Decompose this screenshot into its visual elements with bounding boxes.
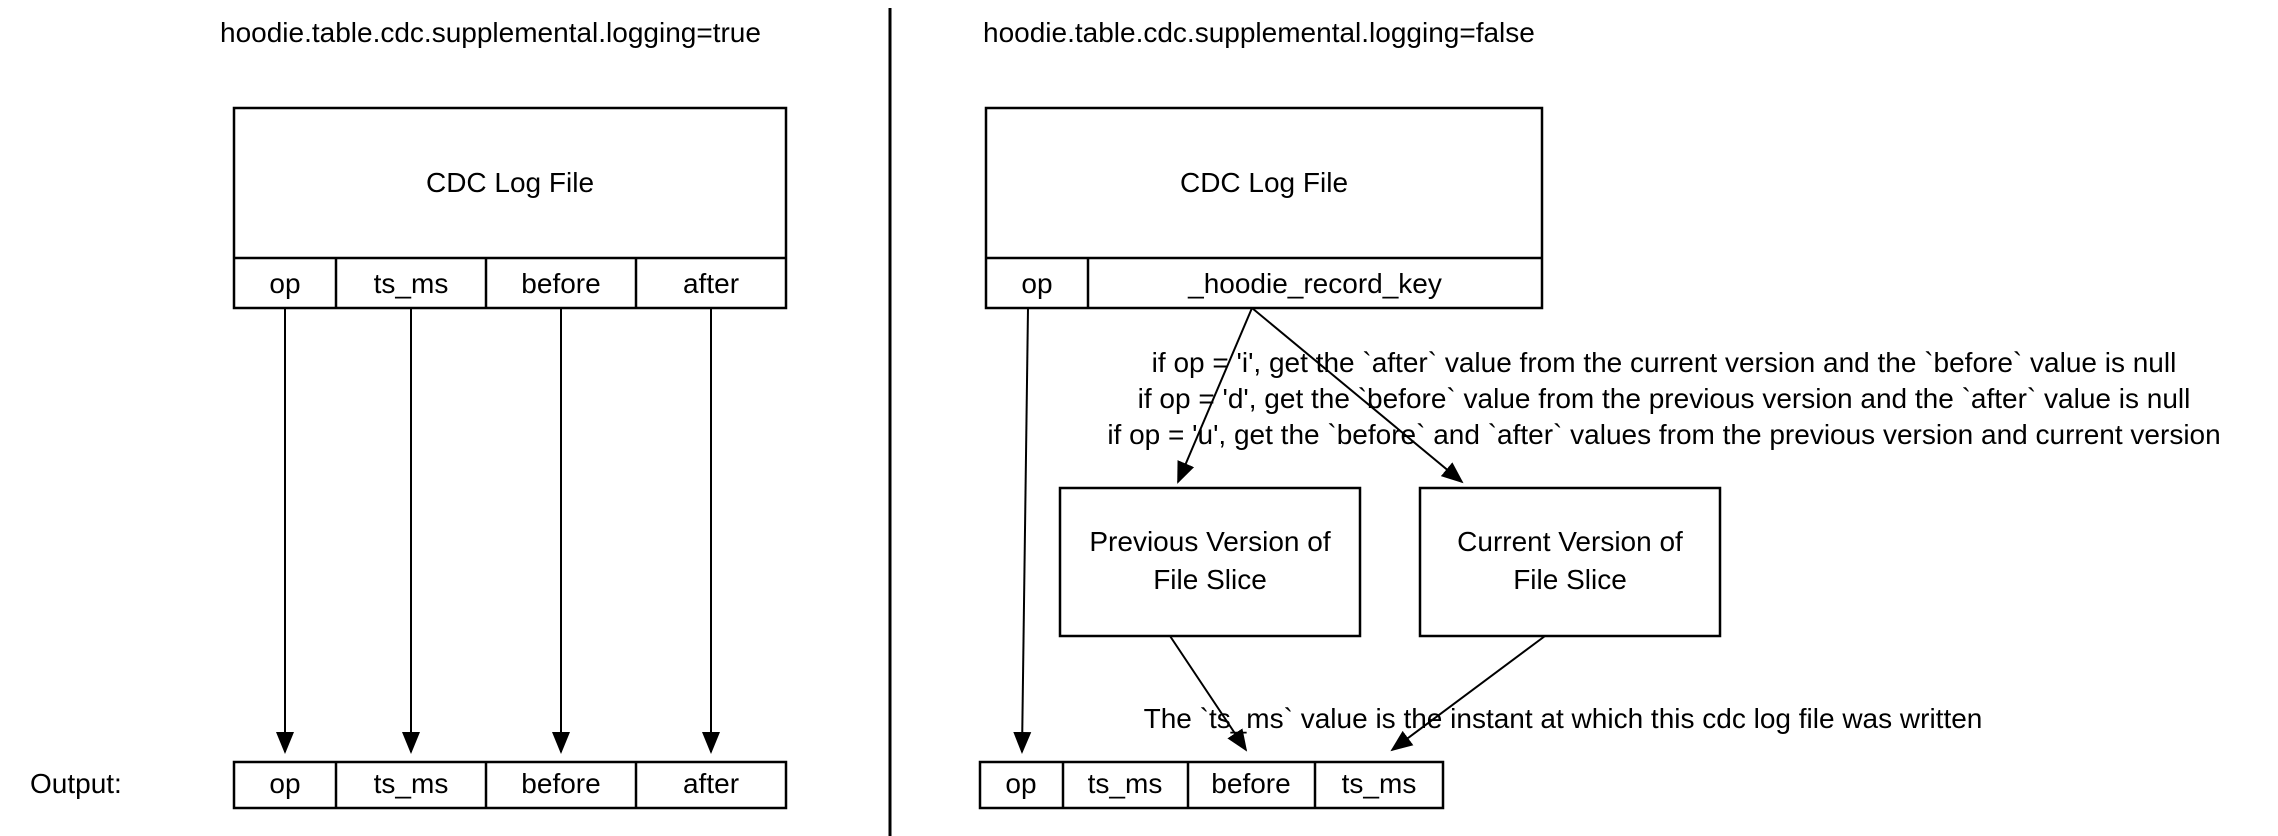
right-cdc-log-file-box xyxy=(984,106,1544,310)
right-arrow-op xyxy=(1013,307,1032,754)
left-output-before: before xyxy=(521,768,600,799)
left-column-after: after xyxy=(683,268,739,299)
ts-ms-note: The `ts_ms` value is the instant at whic… xyxy=(1144,703,1983,734)
left-cdc-log-file-label: CDC Log File xyxy=(426,167,594,198)
right-panel: hoodie.table.cdc.supplemental.logging=fa… xyxy=(978,17,2221,810)
current-version-label-line1: Current Version of xyxy=(1457,526,1683,557)
previous-version-box xyxy=(1058,486,1362,638)
right-output-row xyxy=(978,760,1445,810)
arrow-previous-to-output xyxy=(1169,635,1248,752)
left-output-ts-ms: ts_ms xyxy=(374,768,449,799)
right-panel-title: hoodie.table.cdc.supplemental.logging=fa… xyxy=(983,17,1535,48)
current-version-label-line2: File Slice xyxy=(1513,564,1627,595)
left-output-row xyxy=(232,760,788,810)
right-column-hoodie-record-key: _hoodie_record_key xyxy=(1187,268,1442,299)
previous-version-label-line2: File Slice xyxy=(1153,564,1267,595)
previous-version-label-line1: Previous Version of xyxy=(1089,526,1330,557)
left-output-op: op xyxy=(269,768,300,799)
right-output-op: op xyxy=(1005,768,1036,799)
right-column-op: op xyxy=(1021,268,1052,299)
right-output-ts-ms-2: ts_ms xyxy=(1342,768,1417,799)
left-cdc-log-file-box xyxy=(232,106,788,310)
arrow-record-key-to-previous xyxy=(1177,307,1253,484)
op-rule-delete: if op = 'd', get the `before` value from… xyxy=(1138,383,2191,414)
left-column-op: op xyxy=(269,268,300,299)
current-version-box xyxy=(1418,486,1722,638)
arrow-current-to-output xyxy=(1390,635,1546,752)
arrow-record-key-to-current xyxy=(1251,307,1464,484)
op-rule-update: if op = 'u', get the `before` and `after… xyxy=(1107,419,2220,450)
right-output-ts-ms: ts_ms xyxy=(1088,768,1163,799)
left-panel: hoodie.table.cdc.supplemental.logging=tr… xyxy=(30,17,788,810)
right-output-before: before xyxy=(1211,768,1290,799)
left-column-before: before xyxy=(521,268,600,299)
left-output-after: after xyxy=(683,768,739,799)
left-panel-title: hoodie.table.cdc.supplemental.logging=tr… xyxy=(220,17,761,48)
left-output-label: Output: xyxy=(30,768,122,799)
left-column-ts-ms: ts_ms xyxy=(374,268,449,299)
op-rule-insert: if op = 'i', get the `after` value from … xyxy=(1152,347,2177,378)
right-cdc-log-file-label: CDC Log File xyxy=(1180,167,1348,198)
